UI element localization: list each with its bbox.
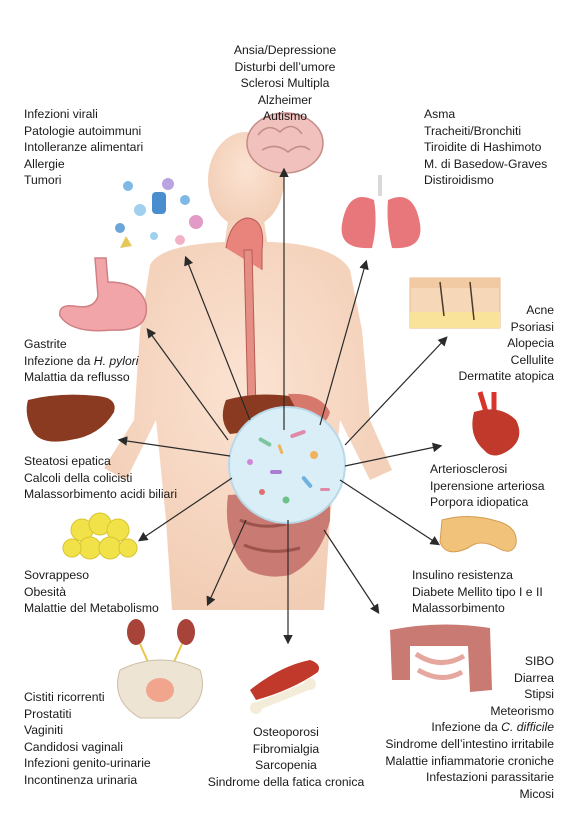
condition-label: Alzheimer — [257, 92, 313, 107]
arrow-pancreas — [339, 479, 441, 546]
condition-label: Sovrappeso — [24, 568, 90, 582]
muscle-bone-illustration — [250, 660, 319, 714]
condition-label: Sindrome dell’intestino irritabile — [385, 736, 554, 751]
connection-arrows — [117, 167, 448, 645]
condition-prefix: Infezione da — [431, 720, 502, 735]
condition-label: Iperensione arteriosa — [430, 478, 545, 493]
liver-illustration — [26, 394, 115, 442]
condition-label: Fibromialgia — [252, 741, 320, 756]
arrow-liver — [117, 436, 231, 457]
condition-label: Meteorismo — [490, 703, 554, 718]
microbiome-circle — [228, 406, 346, 524]
arrow-immune — [184, 255, 251, 421]
condition-label: Porpora idiopatica — [430, 495, 529, 510]
condition-label: Malattia da reflusso — [24, 370, 130, 385]
condition-label: Asma — [424, 107, 456, 121]
stomach-conditions: Gastrite Infezione da H. pylori Malattia… — [24, 336, 139, 386]
intestine-conditions: SIBO Diarrea Stipsi Meteorismo Infezione… — [385, 653, 554, 802]
condition-label: Infezione da H. pylori — [24, 353, 139, 370]
condition-label: Cistiti ricorrenti — [24, 690, 105, 704]
condition-label: Osteoporosi — [253, 725, 319, 739]
condition-label: Tracheiti/Bronchiti — [424, 123, 522, 138]
intestine-illustration — [390, 624, 492, 692]
arrow-stomach — [146, 328, 229, 441]
condition-label: Sarcopenia — [255, 758, 317, 773]
condition-label: Allergie — [24, 156, 65, 171]
pathogen-name: C. difficile — [501, 720, 554, 735]
condition-label: M. di Basedow-Graves — [424, 156, 548, 171]
stomach-illustration — [59, 257, 148, 332]
lungs-illustration — [341, 175, 421, 249]
arrow-intestine — [323, 529, 380, 615]
condition-label: Malassorbimento acidi biliari — [24, 487, 178, 502]
liver-conditions: Steatosi epatica Calcoli della colicisti… — [24, 453, 177, 503]
condition-label: Tiroidite di Hashimoto — [424, 140, 542, 155]
condition-label: Malassorbimento — [412, 601, 505, 616]
arrow-urinary — [206, 519, 247, 607]
fat-conditions: Sovrappeso Obesità Malattie del Metaboli… — [24, 567, 159, 617]
urinary-conditions: Cistiti ricorrenti Prostatiti Vaginiti C… — [24, 689, 151, 789]
condition-label: Calcoli della colicisti — [24, 470, 133, 485]
condition-label: Malattie del Metabolismo — [24, 601, 159, 616]
condition-label: Sindrome della fatica cronica — [207, 774, 365, 789]
arrow-heart — [344, 442, 443, 467]
condition-label: Dermatite atopica — [458, 369, 554, 384]
esophagus — [225, 217, 264, 411]
condition-label: Diarrea — [514, 670, 554, 685]
condition-label: Infezione da C. difficile — [385, 719, 554, 736]
muscle-conditions: Osteoporosi Fibromialgia Sarcopenia Sind… — [196, 724, 376, 790]
condition-label: Micosi — [519, 786, 554, 801]
condition-label: Psoriasi — [510, 319, 554, 334]
fat-cells-illustration — [62, 512, 138, 560]
condition-label: Tumori — [24, 173, 62, 188]
condition-label: Incontinenza urinaria — [24, 772, 138, 787]
condition-label: Insulino resistenza — [412, 568, 513, 582]
arrow-lungs — [319, 259, 369, 426]
immune-cells-illustration — [115, 178, 203, 248]
condition-label: SIBO — [524, 654, 554, 668]
condition-label: Infezioni genito-urinarie — [24, 756, 151, 771]
condition-label: Malattie infiammatorie croniche — [385, 753, 554, 768]
skin-illustration — [409, 277, 501, 329]
heart-illustration — [472, 391, 520, 456]
skin-conditions: Acne Psoriasi Alopecia Cellulite Dermati… — [458, 302, 554, 385]
condition-label: Obesità — [24, 584, 67, 599]
condition-label: Sclerosi Multipla — [240, 76, 330, 91]
condition-label: Intolleranze alimentari — [24, 140, 144, 155]
condition-label: Cellulite — [510, 352, 554, 367]
condition-label: Prostatiti — [24, 706, 72, 721]
brain-conditions: Ansia/Depressione Disturbi dell’umore Sc… — [200, 42, 370, 125]
condition-label: Infezioni virali — [24, 107, 98, 121]
condition-label: Disturbi dell’umore — [234, 59, 336, 74]
condition-label: Patologie autoimmuni — [24, 123, 142, 138]
arrow-skin — [344, 336, 448, 446]
immune-conditions: Infezioni virali Patologie autoimmuni In… — [24, 106, 143, 189]
condition-label: Infestazioni parassitarie — [425, 770, 554, 785]
arrow-fat — [138, 477, 233, 542]
lungs-conditions: Asma Tracheiti/Bronchiti Tiroidite di Ha… — [424, 106, 547, 189]
condition-label: Alopecia — [507, 336, 554, 351]
urinary-illustration — [117, 619, 203, 719]
pancreas-illustration — [439, 516, 517, 553]
condition-prefix: Infezione da — [24, 353, 94, 368]
heart-conditions: Arteriosclerosi Iperensione arteriosa Po… — [430, 461, 545, 511]
pancreas-conditions: Insulino resistenza Diabete Mellito tipo… — [412, 567, 543, 617]
condition-label: Steatosi epatica — [24, 454, 111, 468]
condition-label: Acne — [526, 303, 554, 317]
condition-label: Ansia/Depressione — [233, 43, 337, 57]
condition-label: Gastrite — [24, 337, 67, 351]
condition-label: Diabete Mellito tipo I e II — [412, 584, 543, 599]
condition-label: Stipsi — [524, 687, 554, 702]
condition-label: Distiroidismo — [424, 173, 494, 188]
condition-label: Arteriosclerosi — [430, 462, 508, 476]
condition-label: Candidosi vaginali — [24, 739, 123, 754]
condition-label: Vaginiti — [24, 723, 64, 738]
pathogen-name: H. pylori — [93, 353, 139, 368]
condition-label: Autismo — [262, 109, 308, 124]
